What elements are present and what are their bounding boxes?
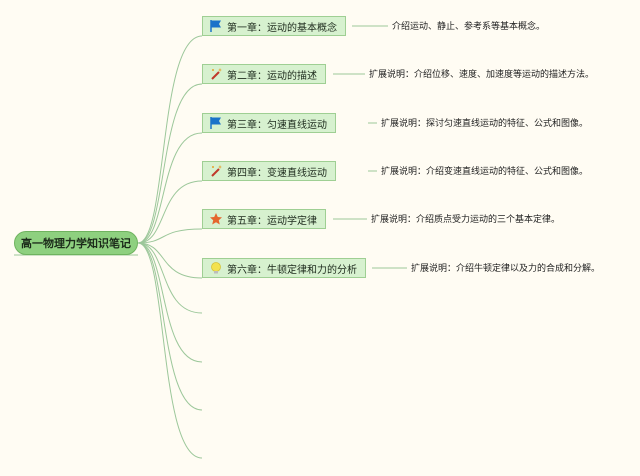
topic-label: 第一章：运动的基本概念 — [227, 22, 337, 34]
topic-label: 第五章：运动学定律 — [227, 215, 317, 227]
empty-branch-line — [137, 242, 203, 459]
topic-note-6: 扩展说明：介绍牛顿定律以及力的合成和分解。 — [411, 264, 601, 274]
topic-note-3: 扩展说明：探讨匀速直线运动的特征、公式和图像。 — [381, 119, 589, 129]
topic-chapter-5[interactable]: 第五章：运动学定律 — [202, 209, 326, 229]
topic-chapter-1[interactable]: 第一章：运动的基本概念 — [202, 16, 346, 36]
magic-wand-icon — [209, 67, 223, 81]
empty-branch-line — [137, 242, 203, 314]
topic-label: 第二章：运动的描述 — [227, 70, 317, 82]
topic-chapter-6[interactable]: 第六章：牛顿定律和力的分析 — [202, 258, 366, 278]
topic-label: 第三章：匀速直线运动 — [227, 119, 327, 131]
branch-line — [137, 83, 203, 244]
root-topic[interactable]: 高一物理力学知识笔记 — [14, 231, 138, 255]
topic-chapter-3[interactable]: 第三章：匀速直线运动 — [202, 113, 336, 133]
branch-line — [137, 228, 203, 244]
branch-line — [137, 242, 203, 279]
topic-note-1: 介绍运动、静止、参考系等基本概念。 — [392, 22, 546, 32]
topic-label: 第六章：牛顿定律和力的分析 — [227, 264, 357, 276]
branch-line — [137, 180, 203, 244]
blue-flag-icon — [209, 19, 223, 33]
topic-note-2: 扩展说明：介绍位移、速度、加速度等运动的描述方法。 — [369, 70, 595, 80]
blue-flag-icon — [209, 116, 223, 130]
magic-wand-icon — [209, 164, 223, 178]
topic-chapter-4[interactable]: 第四章：变速直线运动 — [202, 161, 336, 181]
topic-label: 第四章：变速直线运动 — [227, 167, 327, 179]
branch-line — [137, 132, 203, 244]
orange-star-icon — [209, 212, 223, 226]
branch-line — [137, 35, 203, 244]
topic-note-5: 扩展说明：介绍质点受力运动的三个基本定律。 — [371, 215, 561, 225]
empty-branch-line — [137, 242, 203, 411]
lightbulb-icon — [209, 261, 223, 275]
topic-chapter-2[interactable]: 第二章：运动的描述 — [202, 64, 326, 84]
topic-note-4: 扩展说明：介绍变速直线运动的特征、公式和图像。 — [381, 167, 589, 177]
empty-branch-line — [137, 242, 203, 363]
